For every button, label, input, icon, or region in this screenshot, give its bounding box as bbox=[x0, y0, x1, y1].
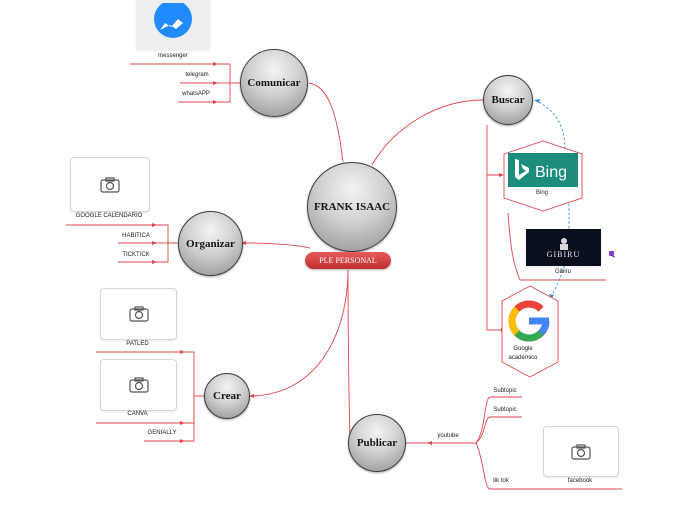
topic-canva[interactable]: CANVA bbox=[127, 411, 148, 417]
topic-subtopic-2[interactable]: Subtopic bbox=[493, 407, 517, 413]
branch-organizar[interactable]: Organizar bbox=[178, 211, 243, 276]
topic-ticktick[interactable]: TICKTICK bbox=[122, 252, 150, 258]
topic-whatsapp[interactable]: whatsAPP bbox=[182, 91, 210, 97]
messenger-icon bbox=[154, 3, 192, 38]
gibiru-logo-text: GIBIRU bbox=[546, 249, 581, 259]
canva-image[interactable] bbox=[100, 359, 177, 411]
google-logo bbox=[508, 300, 550, 342]
bing-logo-text: Bing bbox=[535, 164, 567, 181]
bing-topic-frame[interactable]: Bing bbox=[502, 140, 584, 212]
messenger-image[interactable] bbox=[136, 0, 210, 50]
bookmark-icon[interactable] bbox=[608, 250, 616, 258]
branch-crear[interactable]: Crear bbox=[204, 373, 250, 419]
branch-buscar[interactable]: Buscar bbox=[483, 75, 533, 125]
root-badge: PLE PERSONAL bbox=[305, 252, 391, 269]
facebook-image[interactable] bbox=[543, 426, 619, 477]
branch-buscar-title: Buscar bbox=[491, 94, 525, 106]
topic-genially[interactable]: GENIALLY bbox=[147, 430, 177, 436]
topic-gibiru[interactable]: Gibiru bbox=[554, 269, 571, 275]
root-node[interactable]: FRANK ISAAC bbox=[307, 162, 397, 252]
topic-facebook[interactable]: facebook bbox=[567, 478, 593, 484]
camera-icon bbox=[128, 377, 149, 393]
patled-image[interactable] bbox=[100, 288, 177, 340]
gibiru-logo bbox=[559, 237, 568, 250]
topic-tiktok[interactable]: tik tok bbox=[493, 478, 509, 484]
google-academico-frame[interactable] bbox=[500, 285, 560, 378]
root-title: FRANK ISAAC bbox=[313, 201, 391, 213]
branch-crear-title: Crear bbox=[213, 390, 241, 402]
branch-comunicar[interactable]: Comunicar bbox=[240, 49, 308, 117]
root-badge-label: PLE PERSONAL bbox=[319, 256, 377, 265]
topic-google-calendario[interactable]: GOOGLE CALENDARIO bbox=[75, 213, 143, 219]
topic-telegram[interactable]: telegram bbox=[185, 72, 209, 78]
topic-habitica[interactable]: HABITICA bbox=[122, 233, 150, 239]
branch-organizar-title: Organizar bbox=[186, 237, 235, 250]
topic-google-academico[interactable]: Google académico bbox=[508, 346, 538, 361]
camera-icon bbox=[100, 176, 120, 193]
topic-bing[interactable]: Bing bbox=[535, 190, 548, 196]
camera-icon bbox=[128, 306, 149, 322]
camera-icon bbox=[571, 443, 591, 460]
topic-messenger[interactable]: messenger bbox=[158, 53, 188, 59]
topic-youtube[interactable]: youtube bbox=[437, 433, 459, 439]
google-calendario-image[interactable] bbox=[70, 157, 150, 212]
topic-patled[interactable]: PATLED bbox=[126, 341, 149, 347]
branch-comunicar-title: Comunicar bbox=[247, 77, 301, 89]
branch-publicar-title: Publicar bbox=[356, 437, 398, 449]
topic-subtopic-1[interactable]: Subtopic bbox=[493, 388, 517, 394]
branch-publicar[interactable]: Publicar bbox=[348, 414, 406, 472]
gibiru-image[interactable]: GIBIRU bbox=[526, 229, 601, 266]
